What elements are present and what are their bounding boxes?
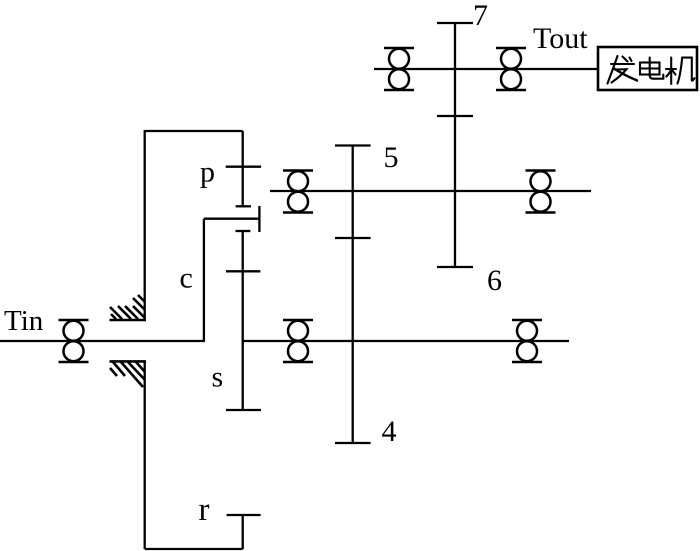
svg-text:c: c bbox=[180, 262, 193, 295]
svg-text:s: s bbox=[212, 361, 224, 394]
svg-text:6: 6 bbox=[487, 264, 502, 297]
svg-text:Tout: Tout bbox=[533, 22, 588, 55]
svg-text:Tin: Tin bbox=[4, 305, 44, 337]
svg-text:5: 5 bbox=[384, 141, 399, 174]
svg-text:7: 7 bbox=[473, 0, 488, 32]
svg-text:4: 4 bbox=[382, 415, 397, 448]
svg-text:p: p bbox=[200, 156, 215, 189]
svg-text:r: r bbox=[199, 492, 210, 528]
